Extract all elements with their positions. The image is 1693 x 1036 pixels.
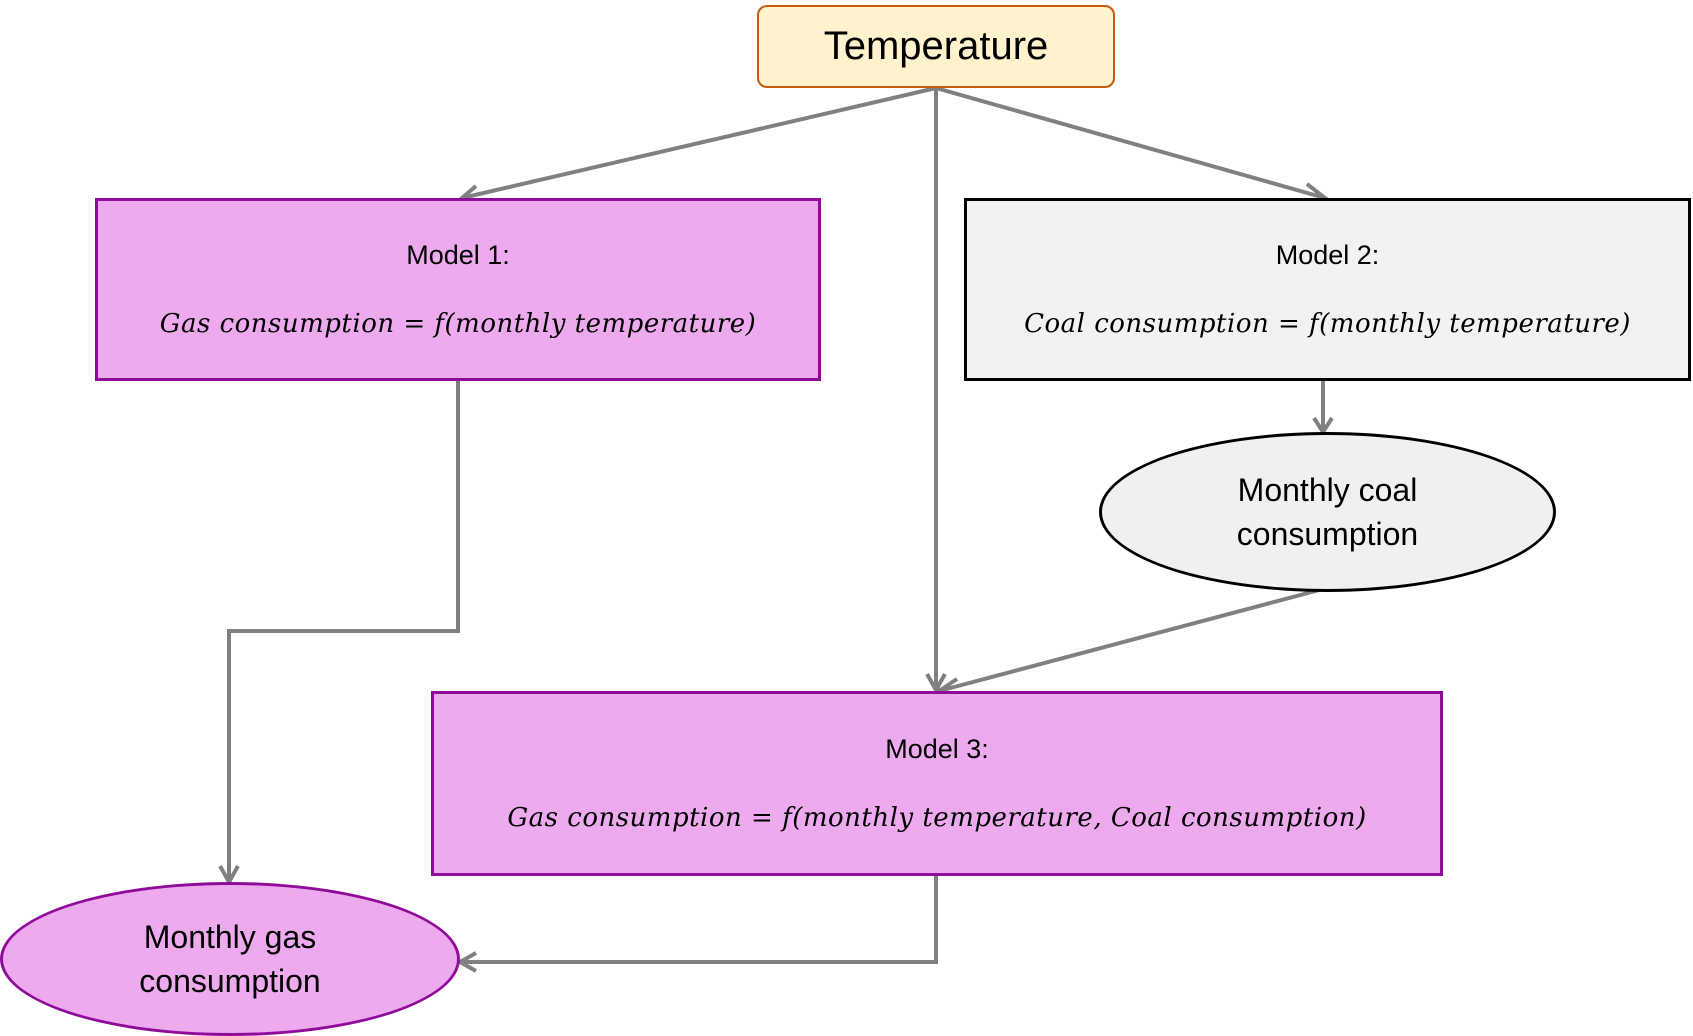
model2-formula: Coal consumption = f(monthly temperature… <box>1024 309 1631 339</box>
coal-consumption-label: Monthly coal consumption <box>1236 472 1419 552</box>
model2-title: Model 2: <box>1275 240 1380 270</box>
gas-consumption-label: Monthly gas consumption <box>139 919 321 999</box>
gas-consumption-ellipse: Monthly gas consumption <box>0 882 460 1036</box>
model3-title: Model 3: <box>885 734 989 764</box>
model3-box: Model 3: Gas consumption = f(monthly tem… <box>431 691 1443 876</box>
model3-formula: Gas consumption = f(monthly temperature,… <box>507 803 1367 833</box>
edge-model1-gas <box>227 381 460 882</box>
edge-temperature-model1 <box>461 86 937 200</box>
coal-consumption-ellipse: Monthly coal consumption <box>1099 432 1556 592</box>
arrowhead-gas-right <box>455 951 477 973</box>
edge-model3-gas <box>460 876 938 964</box>
arrowhead-model3-vertical <box>925 673 947 695</box>
edge-coal-model3 <box>938 587 1324 693</box>
model1-formula: Gas consumption = f(monthly temperature) <box>159 309 757 339</box>
model1-box: Model 1: Gas consumption = f(monthly tem… <box>95 198 821 381</box>
temperature-node: Temperature <box>757 5 1115 88</box>
model2-box: Model 2: Coal consumption = f(monthly te… <box>964 198 1691 381</box>
model1-title: Model 1: <box>406 240 510 270</box>
edge-temperature-model2 <box>935 86 1326 200</box>
temperature-label: Temperature <box>823 24 1049 68</box>
